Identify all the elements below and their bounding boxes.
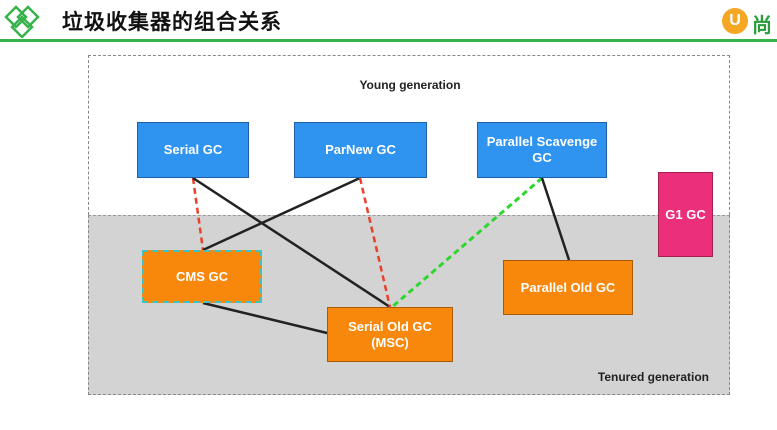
link-parnew-serialold	[358, 177, 392, 308]
parallel-old-gc-box: Parallel Old GC	[503, 260, 633, 315]
young-generation-label: Young generation	[359, 78, 461, 92]
diamond-logo-icon	[4, 5, 40, 38]
tenured-generation-label: Tenured generation	[597, 370, 709, 384]
parallel-scavenge-gc-box: Parallel Scavenge GC	[477, 122, 607, 178]
slide-title: 垃圾收集器的组合关系	[62, 10, 282, 34]
g1-gc-box: G1 GC	[658, 172, 713, 257]
brand-logo: U 尚	[722, 6, 777, 38]
header-divider	[0, 39, 777, 42]
link-parallelscavenge-serialold	[391, 176, 543, 309]
serial-gc-box: Serial GC	[137, 122, 249, 178]
link-parallelscavenge-parallelold	[540, 177, 571, 261]
parnew-gc-box: ParNew GC	[294, 122, 427, 178]
link-cms-serialold	[202, 301, 328, 335]
slide-header: 垃圾收集器的组合关系 U 尚	[0, 0, 777, 42]
serial-old-gc-box: Serial Old GC (MSC)	[327, 307, 453, 362]
cms-gc-box: CMS GC	[142, 250, 262, 303]
link-serial-serialold	[192, 176, 391, 309]
link-parnew-cms	[202, 176, 361, 252]
link-serial-cms	[191, 177, 205, 251]
brand-text: 尚	[752, 13, 772, 37]
brand-circle-icon: U	[722, 8, 748, 34]
